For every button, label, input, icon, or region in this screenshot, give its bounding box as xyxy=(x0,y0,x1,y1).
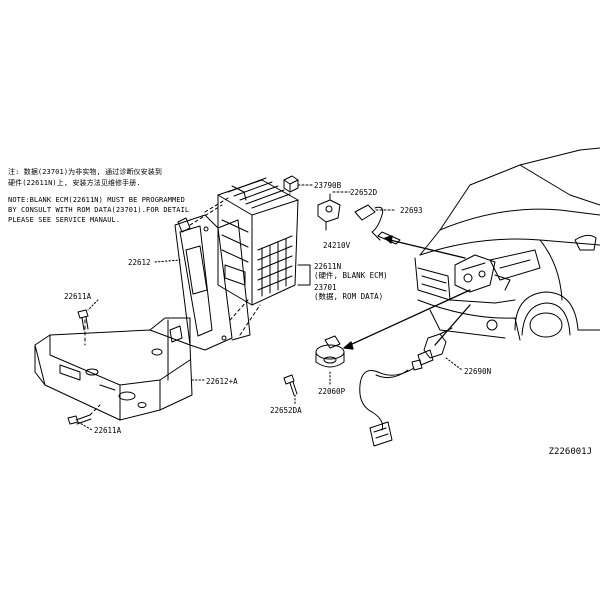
assembly-lines xyxy=(84,197,261,416)
label-22693: 22693 xyxy=(400,206,423,215)
part-22652DA-bolt xyxy=(283,374,298,406)
car-front-illustration xyxy=(414,147,600,341)
note-line-5: PLEASE SEE SERVICE MANAUL. xyxy=(8,216,121,224)
label-22612A: 22612+A xyxy=(206,377,238,386)
part-23790B-nut xyxy=(283,175,313,193)
part-22611A-bolt-bottom xyxy=(67,414,93,431)
note-line-2: 硬件(22611N)上, 安装方法见维修手册. xyxy=(8,179,141,187)
label-22611A-bottom: 22611A xyxy=(94,426,122,435)
label-22611A-top: 22611A xyxy=(64,292,92,301)
part-22611A-bolt-top xyxy=(77,299,99,331)
label-22611N-desc: (硬件, BLANK ECM) xyxy=(314,271,388,280)
label-24210V: 24210V xyxy=(323,241,351,250)
label-22652DA: 22652DA xyxy=(270,406,302,415)
label-23701: 23701 xyxy=(314,283,337,292)
part-22652D-sensor xyxy=(317,191,351,231)
label-22611N: 22611N xyxy=(314,262,342,271)
label-22690N: 22690N xyxy=(464,367,492,376)
part-22690N-oxygen-sensor xyxy=(359,327,463,447)
part-22060P-sensor xyxy=(315,335,345,386)
note-line-4: BY CONSULT WITH ROM DATA(23701).FOR DETA… xyxy=(8,206,190,214)
part-22611N-ecm xyxy=(217,177,311,306)
label-22652D: 22652D xyxy=(350,188,378,197)
label-23790B: 23790B xyxy=(314,181,342,190)
part-22612A-base-bracket xyxy=(34,317,206,421)
diagram-code: Z226001J xyxy=(548,447,592,457)
note-line-1: 注: 数据(23701)为非实物, 通过诊断仪安装到 xyxy=(8,168,162,176)
part-22693-sensor xyxy=(354,204,401,245)
note-line-3: NOTE:BLANK ECM(22611N) MUST BE PROGRAMME… xyxy=(8,196,185,204)
label-22612: 22612 xyxy=(128,258,151,267)
part-22612-bracket xyxy=(154,214,251,351)
label-23701-desc: (数据, ROM DATA) xyxy=(314,292,384,301)
label-22060P: 22060P xyxy=(318,387,346,396)
